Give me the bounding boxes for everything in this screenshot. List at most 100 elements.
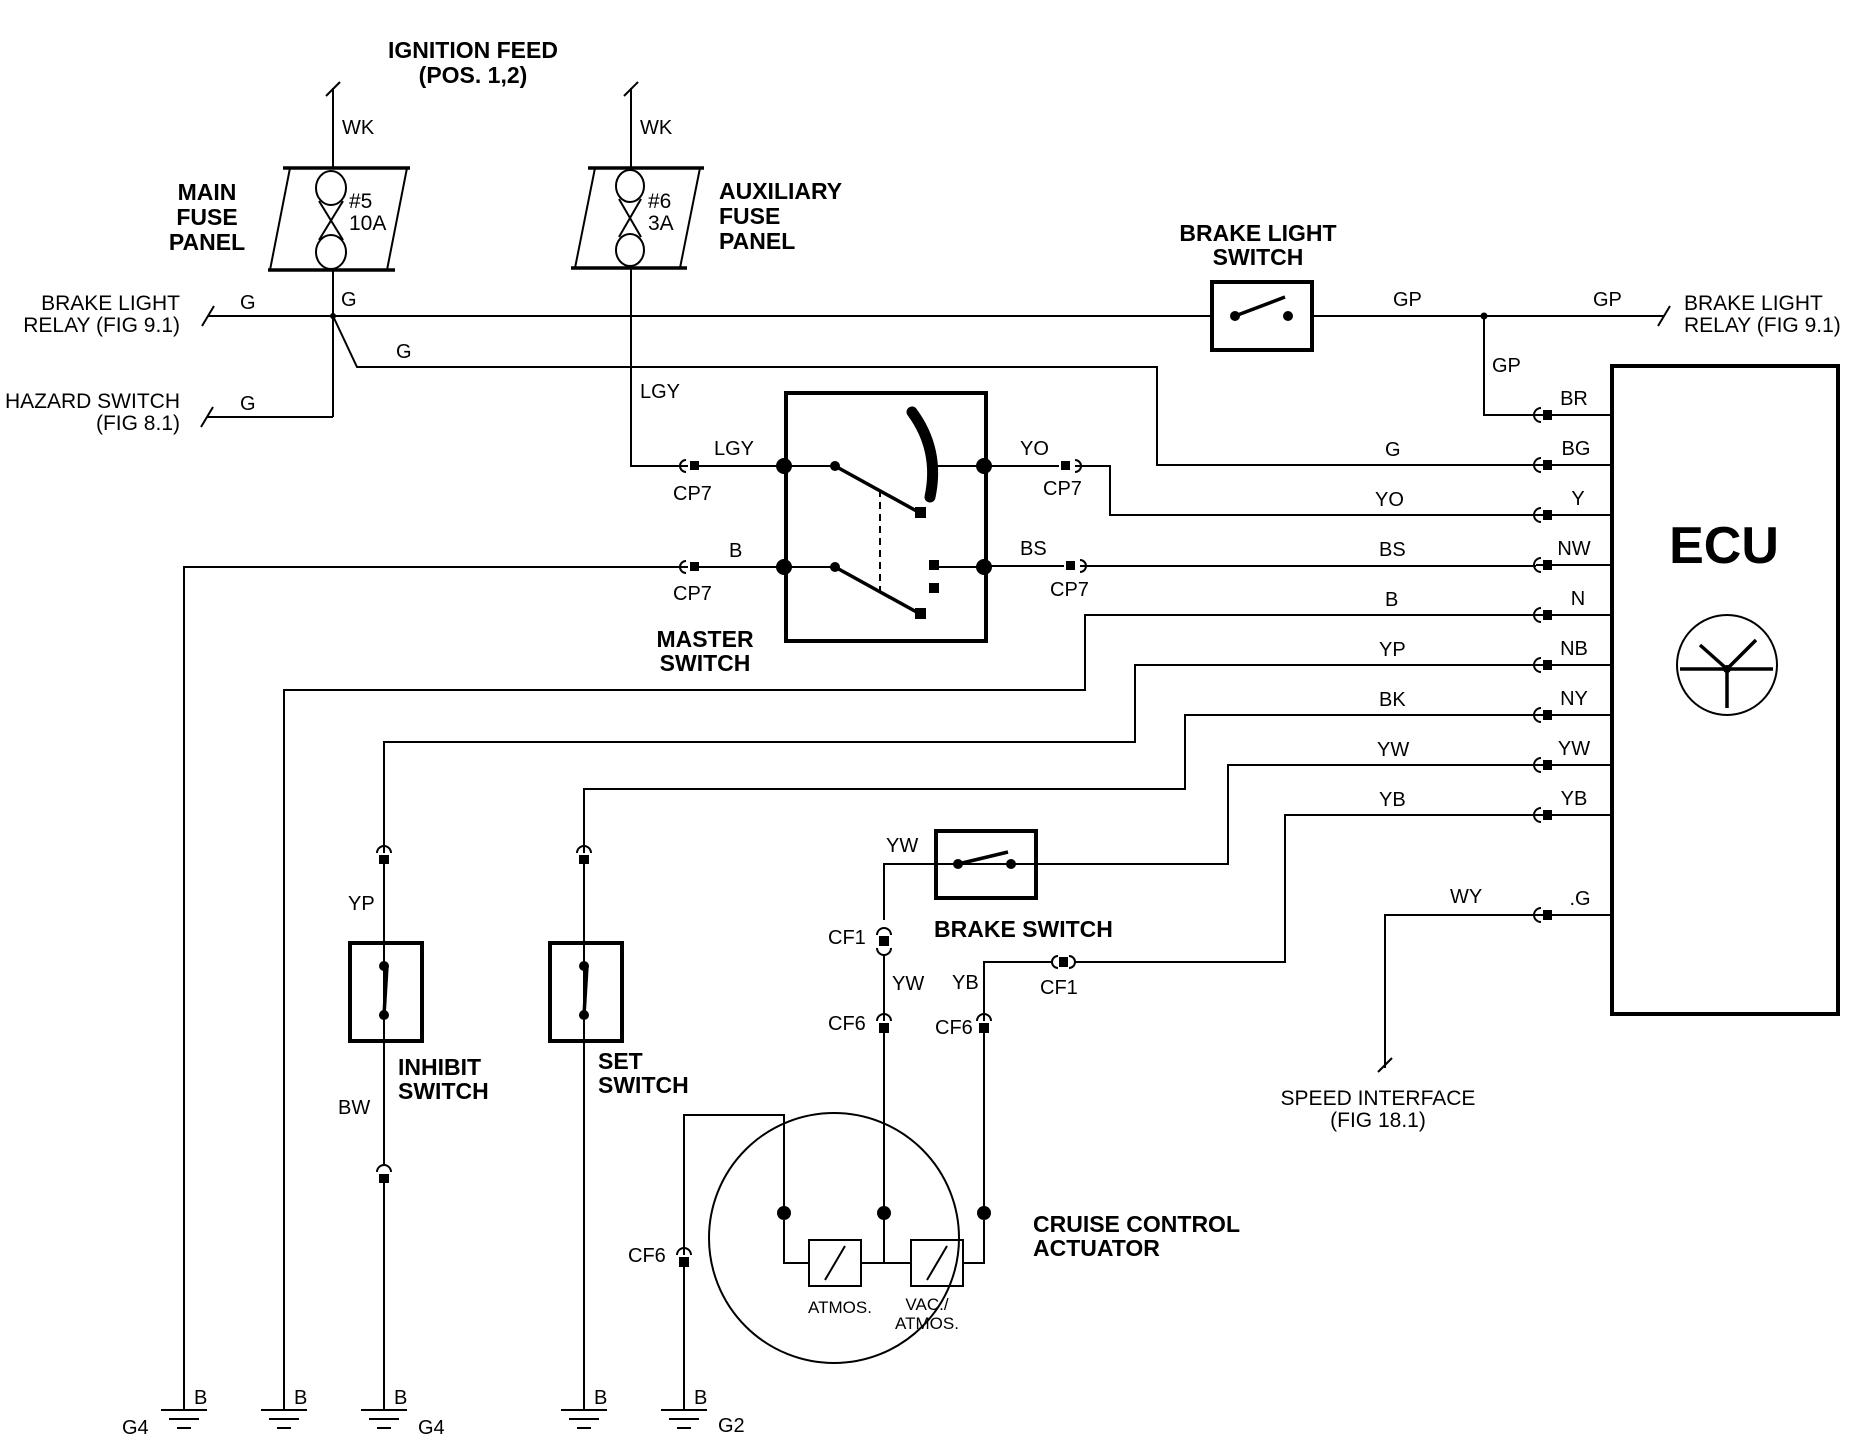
brake-light-relay-left-label-2: RELAY (FIG 9.1) bbox=[23, 314, 180, 337]
wire-label-g-relay: G bbox=[240, 292, 256, 314]
actuator-label-2: ACTUATOR bbox=[1033, 1235, 1160, 1261]
brake-light-relay-left-label-1: BRAKE LIGHT bbox=[41, 292, 180, 315]
connector-cf6-yw: CF6 bbox=[828, 1013, 866, 1035]
connector-cp7-4: CP7 bbox=[1050, 579, 1089, 601]
ground-wire-b-5: B bbox=[694, 1387, 707, 1409]
g-bus-wiring: G G G G BRAKE LIGHT RELAY (FIG 9.1) HAZA… bbox=[5, 270, 1536, 466]
actuator-atmos-label: ATMOS. bbox=[808, 1298, 872, 1317]
main-fuse-panel-label-2: FUSE bbox=[176, 204, 237, 230]
ground-wire-b-1: B bbox=[194, 1387, 207, 1409]
ground-g2: G2 bbox=[718, 1415, 745, 1437]
aux-fuse-number: #6 bbox=[648, 190, 671, 213]
wire-label-yw-actuator: YW bbox=[892, 973, 924, 995]
master-switch-label-1: MASTER bbox=[656, 626, 754, 652]
hazard-switch-label-2: (FIG 8.1) bbox=[96, 412, 180, 435]
wire-label-bs-switch: BS bbox=[1020, 538, 1047, 560]
wire-label-yw-ecu: YW bbox=[1377, 739, 1409, 761]
wire-label-yp-inhibit: YP bbox=[348, 893, 375, 915]
inhibit-switch: YP INHIBIT SWITCH BW bbox=[338, 845, 489, 1379]
wire-label-lgy-fuse: LGY bbox=[640, 381, 680, 403]
grounds: B G4 B B G4 B B G2 bbox=[122, 1379, 745, 1439]
wire-label-wk-main: WK bbox=[342, 117, 375, 139]
ecu-pin-yw: YW bbox=[1558, 738, 1590, 760]
ecu-pin-yb: YB bbox=[1561, 788, 1588, 810]
wire-label-g-ecu: G bbox=[396, 341, 412, 363]
main-fuse-rating: 10A bbox=[349, 212, 386, 235]
aux-fuse-panel-label-3: PANEL bbox=[719, 228, 795, 254]
brake-light-relay-right-label-1: BRAKE LIGHT bbox=[1684, 292, 1823, 315]
wire-label-gp-2: GP bbox=[1593, 289, 1622, 311]
connector-cf1-yw: CF1 bbox=[828, 927, 866, 949]
wire-label-bs-ecu: BS bbox=[1379, 539, 1406, 561]
ground-wire-b-3: B bbox=[394, 1387, 407, 1409]
wire-label-b-n: B bbox=[1385, 589, 1398, 611]
aux-fuse-rating: 3A bbox=[648, 212, 674, 235]
ecu-pin-nb: NB bbox=[1560, 638, 1588, 660]
ground-g4-left: G4 bbox=[122, 1417, 149, 1439]
brake-light-switch: BRAKE LIGHT SWITCH GP GP GP BRAKE LIGHT … bbox=[1179, 220, 1841, 416]
wire-label-bw: BW bbox=[338, 1097, 370, 1119]
hazard-switch-label-1: HAZARD SWITCH bbox=[5, 390, 180, 413]
ecu-pins: BR BG Y NW N NB NY YW YB .G bbox=[1533, 388, 1612, 923]
ground-wire-b-4: B bbox=[594, 1387, 607, 1409]
ecu-pin-nw: NW bbox=[1557, 538, 1590, 560]
ecu-pin-bg: BG bbox=[1562, 438, 1591, 460]
set-switch-label-1: SET bbox=[598, 1048, 643, 1074]
connector-cp7-2: CP7 bbox=[673, 583, 712, 605]
ecu-pin-br: BR bbox=[1560, 388, 1588, 410]
master-switch-label-2: SWITCH bbox=[660, 650, 751, 676]
connector-cf1-yb: CF1 bbox=[1040, 977, 1078, 999]
brake-light-switch-label-1: BRAKE LIGHT bbox=[1179, 220, 1336, 246]
wire-label-yb-ecu: YB bbox=[1379, 789, 1406, 811]
set-switch: SET SWITCH bbox=[548, 845, 689, 1379]
wire-label-yb-actuator: YB bbox=[952, 972, 979, 994]
aux-fuse-panel-label-2: FUSE bbox=[719, 203, 780, 229]
inhibit-switch-label-2: SWITCH bbox=[398, 1078, 489, 1104]
ecu-pin-y: Y bbox=[1571, 488, 1584, 510]
wire-label-g-hazard: G bbox=[240, 393, 256, 415]
speed-interface-label-2: (FIG 18.1) bbox=[1330, 1109, 1426, 1132]
wire-label-yo-switch: YO bbox=[1020, 438, 1049, 460]
main-fuse-panel: WK #5 10A MAIN FUSE PANEL bbox=[169, 81, 410, 272]
connector-cp7-1: CP7 bbox=[673, 483, 712, 505]
wire-label-lgy-switch: LGY bbox=[714, 438, 754, 460]
wire-label-yp-nb: YP bbox=[1379, 639, 1406, 661]
wire-label-yo-ecu: YO bbox=[1375, 489, 1404, 511]
connector-cp7-3: CP7 bbox=[1043, 478, 1082, 500]
speed-interface-label-1: SPEED INTERFACE bbox=[1281, 1087, 1476, 1110]
wire-label-g-bg: G bbox=[1385, 439, 1401, 461]
auxiliary-fuse-panel: WK #6 3A AUXILIARY FUSE PANEL bbox=[571, 81, 842, 270]
brake-light-relay-right-label-2: RELAY (FIG 9.1) bbox=[1684, 314, 1841, 337]
main-fuse-number: #5 bbox=[349, 190, 372, 213]
cruise-control-actuator: CF6 ATMOS. VAC./ ATMOS. CRUISE CONTROL A… bbox=[628, 1033, 1240, 1410]
ground-g4-right: G4 bbox=[418, 1417, 445, 1439]
connector-cf6-yb: CF6 bbox=[935, 1017, 973, 1039]
wire-label-wk-aux: WK bbox=[640, 117, 673, 139]
ecu-pin-ny: NY bbox=[1560, 688, 1588, 710]
wire-label-yw-brake-switch: YW bbox=[886, 835, 918, 857]
aux-fuse-panel-label-1: AUXILIARY bbox=[719, 178, 842, 204]
ecu-pin-n: N bbox=[1571, 588, 1585, 610]
actuator-vac-label-1: VAC./ bbox=[905, 1295, 948, 1314]
wire-label-gp-3: GP bbox=[1492, 355, 1521, 377]
main-fuse-panel-label-3: PANEL bbox=[169, 229, 245, 255]
connector-cf6-ground: CF6 bbox=[628, 1245, 666, 1267]
inhibit-switch-label-1: INHIBIT bbox=[398, 1054, 481, 1080]
ground-wire-b-2: B bbox=[294, 1387, 307, 1409]
wire-label-bk-ny: BK bbox=[1379, 689, 1406, 711]
ignition-feed-subtitle: (POS. 1,2) bbox=[419, 62, 528, 88]
ignition-feed-title: IGNITION FEED bbox=[388, 37, 558, 63]
brake-switch-label: BRAKE SWITCH bbox=[934, 916, 1113, 942]
main-fuse-panel-label-1: MAIN bbox=[178, 179, 237, 205]
ecu-label: ECU bbox=[1669, 517, 1779, 575]
master-switch: LGY LGY CP7 B CP7 MASTER SWITCH bbox=[183, 268, 1536, 1379]
set-switch-label-2: SWITCH bbox=[598, 1072, 689, 1098]
wire-label-wy: WY bbox=[1450, 886, 1482, 908]
actuator-vac-label-2: ATMOS. bbox=[895, 1314, 959, 1333]
ecu-pin-g: .G bbox=[1569, 888, 1590, 910]
brake-light-switch-label-2: SWITCH bbox=[1213, 244, 1304, 270]
wire-label-gp-1: GP bbox=[1393, 289, 1422, 311]
harness-wiring: SPEED INTERFACE (FIG 18.1) bbox=[283, 614, 1536, 1379]
actuator-label-1: CRUISE CONTROL bbox=[1033, 1211, 1240, 1237]
